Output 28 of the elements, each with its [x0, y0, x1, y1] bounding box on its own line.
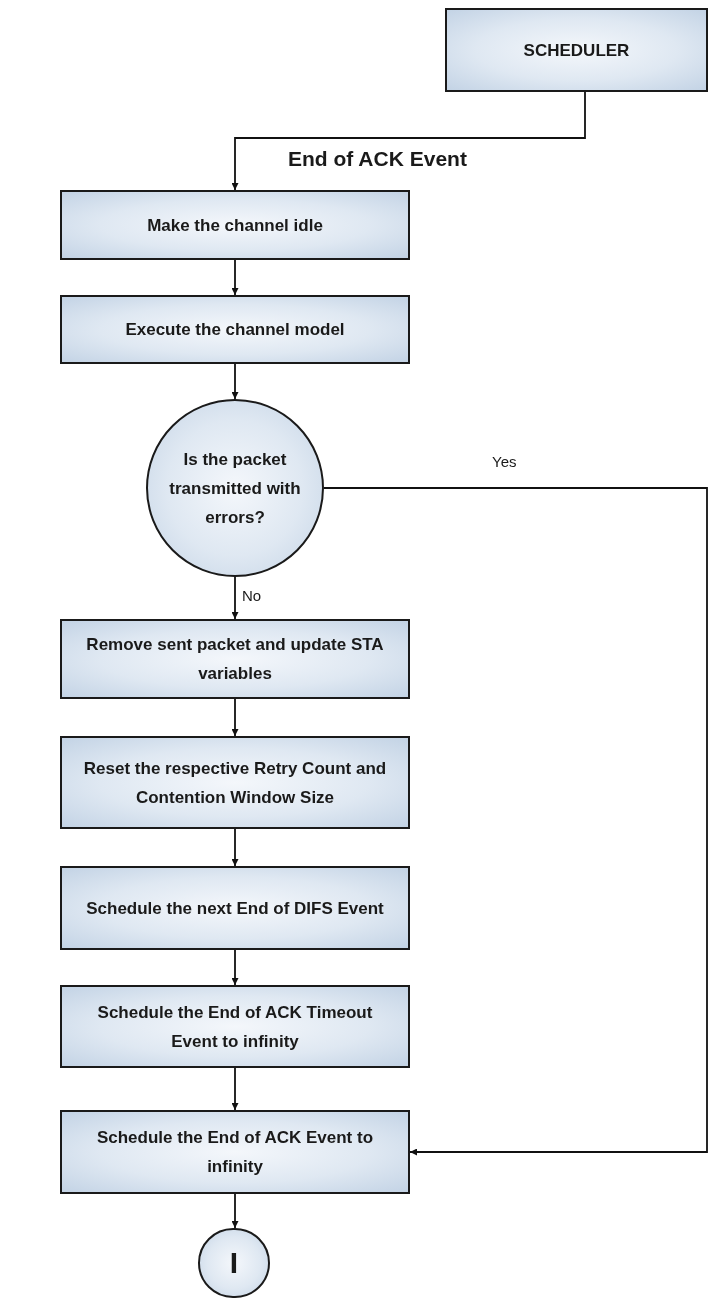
- node-text: Remove sent packet and update STA variables: [85, 634, 385, 685]
- arrow: [231, 698, 239, 737]
- arrow: [231, 259, 239, 296]
- node-text: Make the channel idle: [146, 214, 324, 237]
- arrow: [231, 1067, 239, 1111]
- node-text: Reset the respective Retry Count and Contention Window Size: [82, 757, 388, 809]
- arrow: [231, 949, 239, 986]
- arrow: [231, 363, 239, 400]
- node-text: Schedule the End of ACK Timeout Event to infinity: [96, 1001, 374, 1053]
- node-text: Is the packet transmitted with errors?: [168, 448, 302, 529]
- process-box: [60, 866, 410, 950]
- arrow: [231, 828, 239, 867]
- arrow: [231, 576, 239, 620]
- process-box: [60, 295, 410, 364]
- node-text: Schedule the next End of DIFS Event: [85, 897, 385, 920]
- arrow: [231, 91, 586, 191]
- process-box: [60, 736, 410, 829]
- node-text: Schedule the End of ACK Event to infinity: [95, 1127, 375, 1178]
- process-box: [60, 190, 410, 260]
- process-box: [60, 619, 410, 699]
- arrow: [323, 487, 708, 1156]
- node-text: I: [229, 1248, 239, 1278]
- process-box: [60, 985, 410, 1068]
- node-text: SCHEDULER: [522, 39, 631, 62]
- node-text: Execute the channel model: [124, 319, 346, 341]
- process-box: [445, 8, 708, 92]
- arrow: [231, 1193, 239, 1229]
- process-box: [60, 1110, 410, 1194]
